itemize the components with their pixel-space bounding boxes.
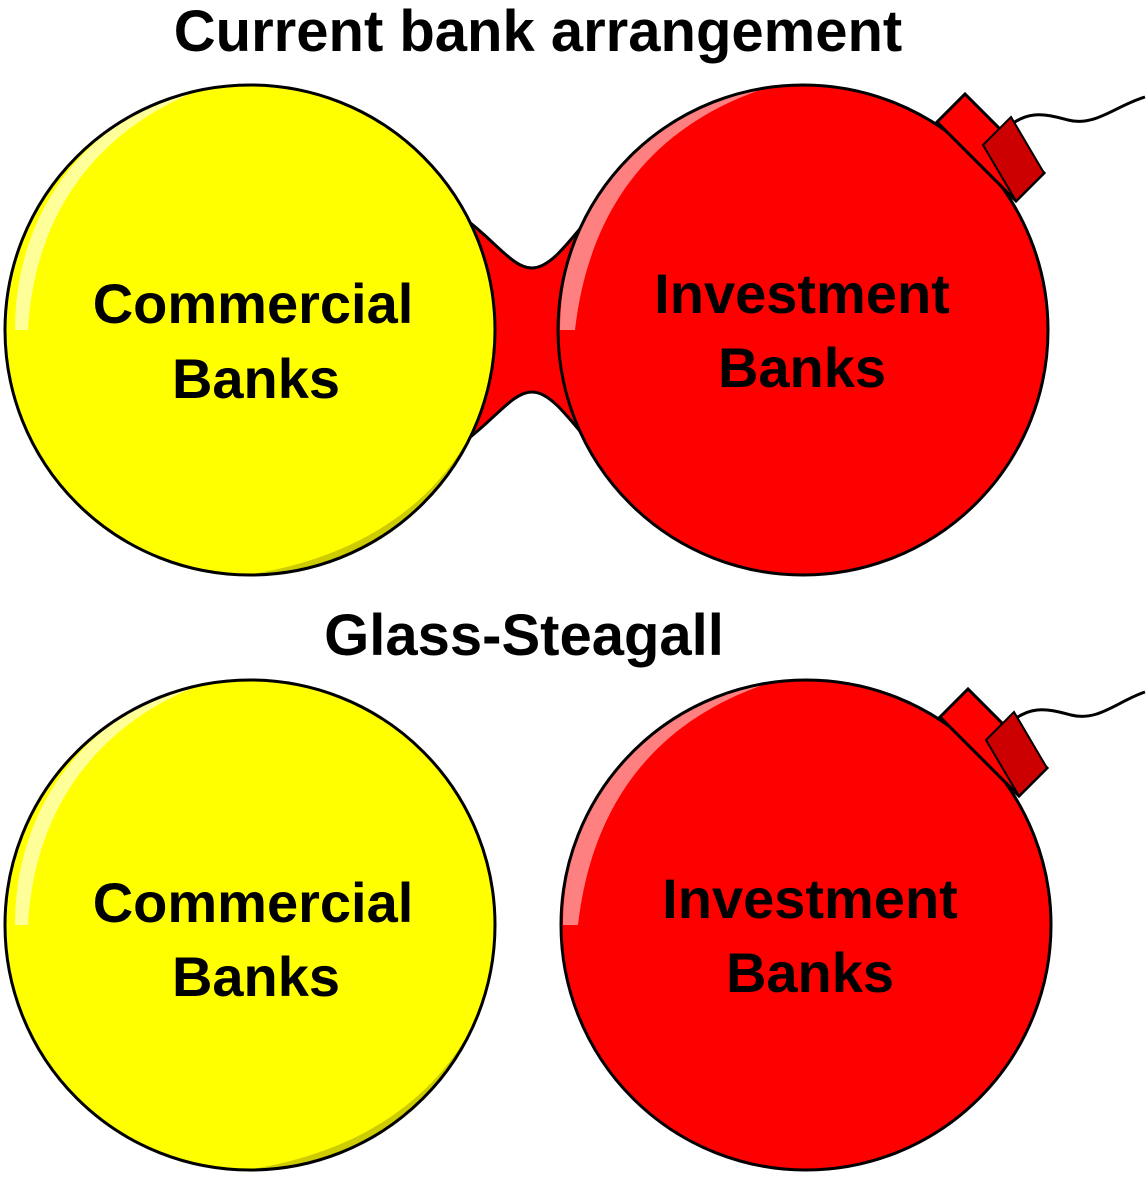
- ornament-cap-top: [934, 91, 1047, 204]
- ornament-cap-bottom: [937, 686, 1050, 799]
- commercial-banks-label-bottom-line2: Banks: [172, 945, 340, 1008]
- balloon-string-bottom: [1003, 690, 1146, 730]
- investment-banks-label-top-line2: Banks: [718, 336, 886, 399]
- commercial-banks-label-top-line2: Banks: [172, 347, 340, 410]
- commercial-banks-label-bottom-line1: Commercial: [93, 871, 414, 934]
- investment-banks-label-top-line1: Investment: [654, 262, 950, 325]
- commercial-banks-ball-top: [3, 83, 497, 577]
- investment-banks-label-bottom-line1: Investment: [662, 867, 958, 930]
- commercial-banks-label-top-line1: Commercial: [93, 272, 414, 335]
- investment-banks-label-bottom-line2: Banks: [726, 941, 894, 1004]
- bottom-diagram-title: Glass-Steagall: [324, 603, 724, 668]
- balloon-string-top: [1000, 95, 1146, 135]
- top-diagram-title: Current bank arrangement: [174, 0, 902, 64]
